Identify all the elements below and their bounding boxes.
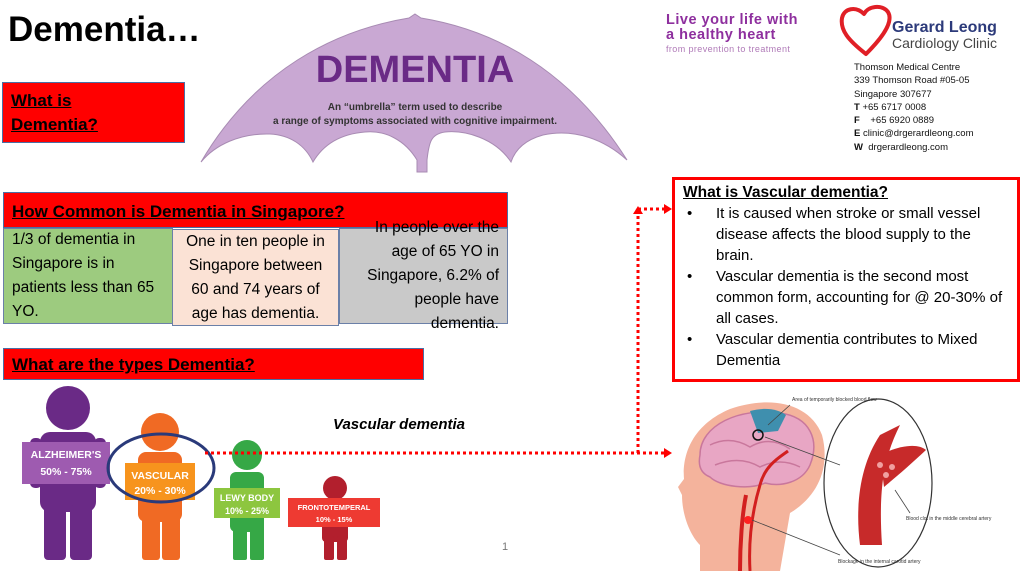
stat-text: One in ten people in Singapore between 6…	[186, 232, 325, 322]
slogan-line-1: Live your life with	[666, 12, 798, 28]
stat-text: In people over the age of 65 YO in Singa…	[367, 219, 499, 332]
dementia-types-figures: ALZHEIMER'S 50% - 75% VASCULAR 20% - 30%…	[22, 386, 380, 560]
svg-text:FRONTOTEMPERAL: FRONTOTEMPERAL	[298, 503, 371, 512]
page-title: Dementia…	[8, 10, 201, 49]
stat-text: 1/3 of dementia in Singapore is in patie…	[12, 231, 155, 320]
address-line: Thomson Medical Centre	[854, 62, 961, 73]
blocked-area	[750, 408, 786, 433]
arrowhead-up	[633, 206, 643, 214]
address-line: Singapore 307677	[854, 88, 932, 100]
label-blockage: Blockage in the internal carotid artery	[838, 559, 921, 565]
figure-lewy-body: LEWY BODY 10% - 25%	[214, 440, 280, 560]
clinic-name-line-2: Cardiology Clinic	[892, 35, 998, 51]
svg-text:20% - 30%: 20% - 30%	[134, 485, 186, 497]
umbrella-canopy	[200, 13, 628, 173]
umbrella-subtitle-1: An “umbrella” term used to describe	[328, 102, 503, 113]
phone-line: T +65 6717 0008	[854, 101, 927, 113]
what-is-dementia-heading: What is Dementia?	[2, 82, 185, 143]
stat-box-one-in-ten: One in ten people in Singapore between 6…	[172, 229, 339, 326]
svg-text:10% - 25%: 10% - 25%	[225, 506, 269, 516]
umbrella-graphic: DEMENTIA An “umbrella” term used to desc…	[200, 13, 628, 173]
heading-line-1: What is	[11, 91, 72, 110]
heading-line-2: Dementia?	[11, 115, 98, 134]
arrowhead-right-upper	[664, 204, 672, 214]
highlight-circle	[106, 432, 216, 504]
slogan-line-3: from prevention to treatment	[666, 44, 791, 54]
figure-frontotemporal: FRONTOTEMPERAL 10% - 15%	[288, 476, 380, 560]
clinic-name: Gerard Leong Cardiology Clinic	[892, 20, 997, 51]
vascular-heading: What is Vascular dementia?	[683, 184, 889, 201]
bullet-item: It is caused when stroke or small vessel…	[683, 203, 1009, 266]
brain-stroke-diagram: Area of temporarily blocked blood flow B…	[678, 397, 992, 571]
vascular-bullet-list: It is caused when stroke or small vessel…	[683, 203, 1009, 371]
svg-text:VASCULAR: VASCULAR	[131, 470, 189, 482]
umbrella-title: DEMENTIA	[316, 49, 514, 91]
address-line: 339 Thomson Road #05-05	[854, 75, 970, 87]
sign-vascular	[125, 463, 195, 500]
page-number: 1	[502, 541, 509, 553]
svg-text:50% - 75%: 50% - 75%	[40, 466, 92, 478]
types-heading: What are the types Dementia?	[3, 348, 424, 380]
types-heading-text: What are the types Dementia?	[12, 355, 255, 374]
label-clot: Blood clot in the middle cerebral artery	[906, 516, 992, 522]
vascular-dementia-label: Vascular dementia	[333, 416, 466, 433]
sign-alzheimers	[22, 442, 110, 484]
vascular-dementia-info-box: What is Vascular dementia? It is caused …	[672, 177, 1020, 382]
fax-line: F +65 6920 0889	[854, 115, 935, 127]
bullet-item: Vascular dementia is the second most com…	[683, 266, 1009, 329]
figure-vascular: VASCULAR 20% - 30%	[106, 413, 216, 560]
how-common-heading: How Common is Dementia in Singapore?	[3, 192, 508, 228]
svg-text:10% - 15%: 10% - 15%	[316, 515, 353, 524]
bullet-item: Vascular dementia contributes to Mixed D…	[683, 329, 1009, 371]
sign-lewy-body	[214, 488, 280, 518]
slogan-line-2: a healthy heart	[666, 27, 776, 43]
heart-logo-icon	[839, 5, 892, 56]
stat-box-young-onset: 1/3 of dementia in Singapore is in patie…	[3, 228, 173, 324]
sign-frontotemporal	[288, 498, 380, 527]
brain	[698, 411, 815, 488]
svg-text:ALZHEIMER'S: ALZHEIMER'S	[31, 449, 102, 461]
email-line[interactable]: E clinic@drgerardleong.com	[854, 128, 974, 140]
svg-text:LEWY BODY: LEWY BODY	[220, 493, 274, 503]
label-blocked-area: Area of temporarily blocked blood flow	[792, 397, 877, 403]
how-common-heading-text: How Common is Dementia in Singapore?	[12, 202, 345, 221]
clinic-name-line-1: Gerard Leong	[892, 19, 997, 36]
website-line[interactable]: W drgerardleong.com	[854, 141, 948, 153]
stat-box-over-65: In people over the age of 65 YO in Singa…	[339, 219, 508, 332]
slogan: Live your life with a healthy heart from…	[666, 13, 798, 55]
figure-alzheimers: ALZHEIMER'S 50% - 75%	[22, 386, 110, 560]
clinic-address: Thomson Medical Centre 339 Thomson Road …	[854, 61, 973, 154]
umbrella-subtitle-2: a range of symptoms associated with cogn…	[273, 116, 557, 127]
